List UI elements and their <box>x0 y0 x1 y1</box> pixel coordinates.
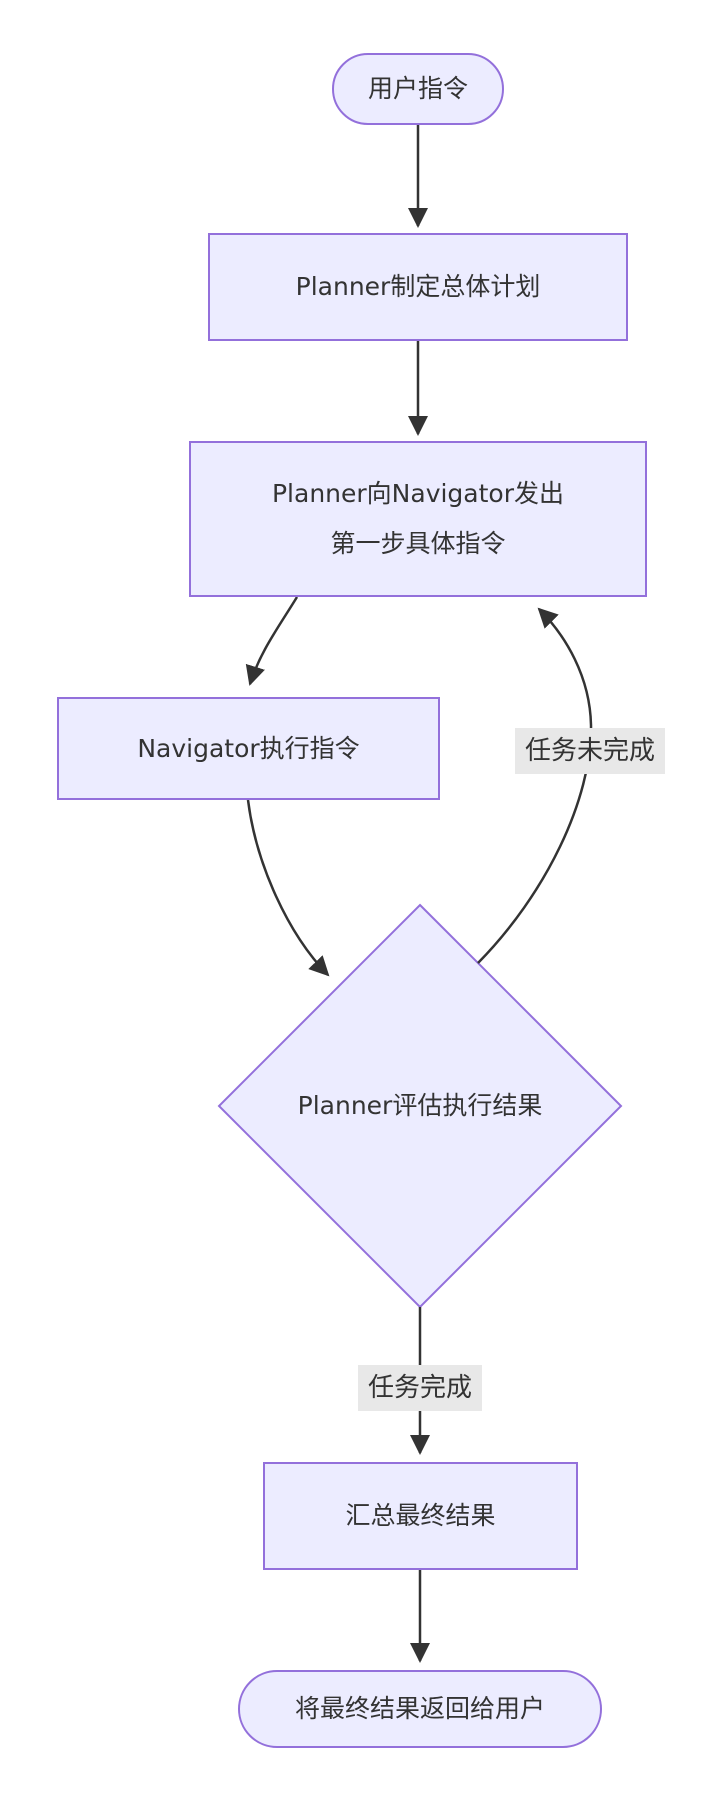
node-user-instruction-label: 用户指令 <box>367 74 468 103</box>
node-planner-instruct-navigator: Planner向Navigator发出 第一步具体指令 <box>189 441 647 597</box>
node-summarize-result-label: 汇总最终结果 <box>345 1501 496 1530</box>
edge-execute-to-evaluate <box>246 799 330 977</box>
node-navigator-execute: Navigator执行指令 <box>57 697 440 800</box>
node-planner-evaluate: Planner评估执行结果 <box>250 1081 590 1131</box>
node-return-result: 将最终结果返回给用户 <box>238 1670 602 1748</box>
node-planner-evaluate-label: Planner评估执行结果 <box>297 1091 543 1120</box>
node-planner-instruct-line2: 第一步具体指令 <box>330 529 506 558</box>
node-planner-make-plan-label: Planner制定总体计划 <box>295 272 541 301</box>
node-user-instruction: 用户指令 <box>332 53 504 125</box>
node-planner-make-plan: Planner制定总体计划 <box>208 233 628 341</box>
edge-label-task-not-done: 任务未完成 <box>514 728 666 774</box>
edge-evaluate-to-instruct <box>477 607 593 964</box>
node-return-result-label: 将最终结果返回给用户 <box>294 1694 545 1723</box>
node-summarize-result: 汇总最终结果 <box>263 1462 578 1570</box>
node-planner-instruct-line1: Planner向Navigator发出 <box>271 479 565 508</box>
node-navigator-execute-label: Navigator执行指令 <box>137 733 360 763</box>
edge-instruct-to-execute <box>245 596 299 686</box>
edge-label-task-done: 任务完成 <box>357 1365 483 1411</box>
